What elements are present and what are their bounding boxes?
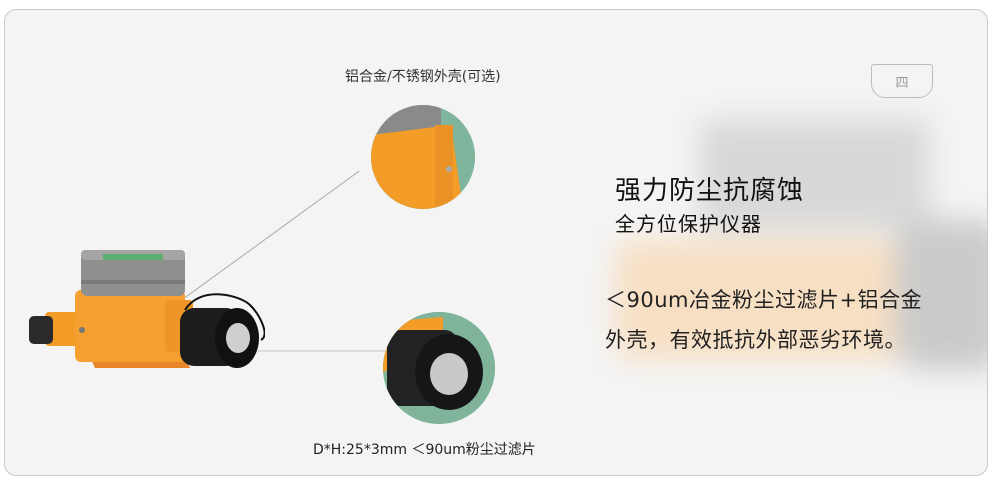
page-indicator-tab[interactable]: 四: [871, 64, 933, 98]
feature-headline: 强力防尘抗腐蚀: [615, 176, 805, 206]
feature-subhead: 全方位保护仪器: [615, 212, 762, 236]
callout-connector-bottom: [258, 350, 388, 352]
blurred-background-product: [595, 90, 987, 420]
callout-caption-housing: 铝合金/不锈钢外壳(可选): [345, 69, 501, 85]
product-feature-card: 四 铝合金/不锈钢外壳(可选): [4, 9, 988, 476]
callout-zoom-filter: [383, 312, 495, 424]
callout-zoom-housing: [371, 105, 475, 209]
gas-detector-product-image: [29, 250, 265, 368]
feature-description-line: ＜90um冶金粉尘过滤片+铝合金: [605, 288, 923, 312]
feature-description-line: 外壳，有效抵抗外部恶劣环境。: [605, 328, 906, 352]
callout-caption-filter: D*H:25*3mm ＜90um粉尘过滤片: [313, 442, 536, 458]
feature-description: ＜90um冶金粉尘过滤片+铝合金 外壳，有效抵抗外部恶劣环境。: [605, 280, 985, 360]
page-indicator-label: 四: [895, 75, 909, 91]
